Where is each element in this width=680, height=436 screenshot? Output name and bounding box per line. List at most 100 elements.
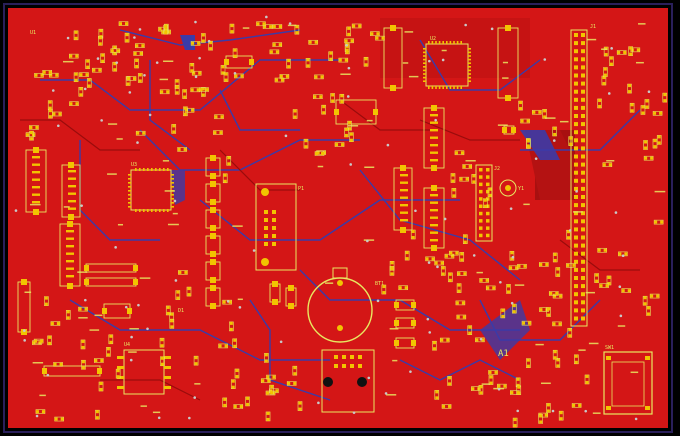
mcu-pin (468, 62, 471, 64)
smd-pad (641, 111, 645, 115)
header-pin (574, 122, 578, 127)
smd-pad (209, 47, 213, 51)
header-pin (574, 73, 578, 78)
header-j1[interactable] (570, 29, 588, 327)
silk-mark (94, 314, 103, 317)
connector-pin (350, 355, 354, 359)
header-pin (574, 105, 578, 110)
via (226, 300, 230, 303)
smd-pad (519, 101, 523, 105)
ic-pin (135, 209, 137, 212)
via (543, 58, 547, 61)
smd-pad (74, 72, 78, 76)
connector-p1[interactable] (255, 183, 297, 271)
header-pin (574, 308, 578, 313)
smd-pad (78, 307, 82, 311)
via (57, 124, 60, 128)
smd-pad (135, 44, 139, 48)
smd-pad (523, 264, 527, 268)
smd-pad (440, 338, 444, 342)
mcu-pin (456, 86, 459, 89)
footprint-pad (33, 209, 39, 215)
smd-pad (233, 338, 237, 342)
ic-u4[interactable] (117, 349, 171, 395)
smd-pad (58, 112, 62, 116)
via (137, 303, 140, 307)
connector-pin (358, 355, 362, 359)
silk-label-bt1: BT1 (375, 281, 384, 287)
via (80, 204, 83, 207)
smd-pad (519, 107, 523, 111)
smd-pad (223, 403, 227, 407)
via (516, 409, 520, 413)
smd-pad (170, 312, 174, 316)
header-j2[interactable] (475, 164, 493, 242)
crystal-y1[interactable] (499, 179, 517, 197)
silk-mark (242, 27, 250, 29)
footprint-pad (334, 109, 339, 115)
smd-pad (167, 30, 171, 34)
smd-pad (598, 104, 602, 108)
header-pin (574, 235, 578, 240)
smd-pad (48, 341, 52, 345)
ic-pin (139, 168, 141, 171)
header-pin (581, 211, 585, 216)
header-pin (581, 203, 585, 208)
via (143, 73, 146, 77)
switch-sw1[interactable] (603, 351, 653, 415)
ic-pin (171, 194, 174, 196)
via (130, 335, 133, 339)
smd-pad (172, 124, 176, 128)
connector-bottom[interactable] (321, 349, 375, 413)
smd-pad (164, 25, 168, 29)
smd-pad (663, 93, 667, 97)
battery-bt1[interactable] (307, 267, 373, 343)
ic-pin (164, 356, 171, 359)
smd-pad (599, 284, 603, 288)
smd-pad (517, 385, 521, 389)
smd-pad (272, 375, 276, 379)
silk-mark (389, 328, 399, 330)
footprint-pad (102, 308, 107, 314)
via (157, 416, 161, 420)
smd-pad (160, 90, 164, 94)
smd-pad (38, 341, 42, 345)
smd-pad (69, 102, 73, 106)
smd-pad (266, 417, 270, 421)
header-pin (581, 292, 585, 297)
via (464, 23, 467, 27)
ic-pin (128, 206, 131, 208)
ic-u4-pins (117, 356, 171, 389)
bottom-zone (480, 300, 530, 360)
bottom-zone (520, 130, 560, 160)
smd-pad (489, 375, 493, 379)
footprint-pad (400, 165, 406, 171)
smd-pad (50, 322, 54, 326)
smd-pad (269, 25, 273, 29)
smd-pad (341, 143, 345, 147)
mcu-u2[interactable] (423, 41, 471, 89)
smd-pad (457, 283, 461, 287)
smd-pad (52, 112, 56, 116)
smd-pad (191, 41, 195, 45)
header-pin (479, 233, 483, 238)
ic-u3[interactable] (128, 168, 174, 212)
via (634, 417, 638, 421)
smd-pad (132, 77, 136, 81)
smd-pad (654, 220, 658, 224)
smd-pad (79, 73, 83, 77)
smd-pad (515, 266, 519, 270)
via (490, 27, 494, 31)
smd-pad (278, 25, 282, 29)
via (534, 157, 538, 160)
footprint-pin (430, 231, 438, 234)
via (568, 229, 572, 232)
smd-pad (566, 230, 570, 234)
via (155, 61, 159, 64)
header-pin (486, 197, 490, 201)
via (233, 72, 237, 75)
via (207, 39, 211, 43)
large-footprints (17, 25, 519, 377)
